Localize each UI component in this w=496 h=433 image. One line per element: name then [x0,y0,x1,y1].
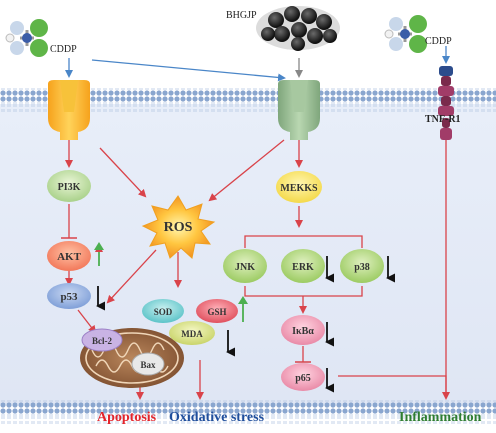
arrow-ros-mito [106,249,157,304]
tnf-r1-receptor [438,66,454,140]
node-gsh [196,299,238,323]
node-bcl2 [81,328,123,352]
p38-label: p38 [354,262,370,273]
jnk-label: JNK [235,262,255,273]
arrow-cddp-to-middle [91,59,286,82]
cddp-right-label: CDDP [425,36,452,47]
node-akt [47,241,91,271]
mapk-bracket-top [244,235,363,248]
outcome-inflammation: Inflammation [399,410,482,425]
tnf-r1-label: TNF-R1 [425,114,461,125]
bcl2-label: Bcl-2 [92,336,112,346]
node-ikba [281,315,325,345]
node-sod [142,299,184,323]
node-jnk [223,249,267,283]
bhgjp-pills-icon [256,6,340,51]
ikba-label: IκBα [292,326,314,337]
gsh-up-arrowhead [238,296,248,304]
cddp-molecule-left-icon [5,19,48,57]
mekks-label: MEKKS [280,183,318,194]
p65-label: p65 [295,373,311,384]
node-p53 [47,283,91,309]
bottom-membrane [0,400,496,424]
node-p65 [281,363,325,391]
erk-label: ERK [292,262,314,273]
akt-label: AKT [57,251,82,263]
arrow-p53-bcl2 [77,309,97,334]
receptor-middle [278,80,320,140]
node-erk [281,249,325,283]
ros-label: ROS [164,220,193,235]
bhgjp-label: BHGJP [226,10,257,21]
arrow-middle-receptor-ros [208,139,285,202]
arrow-left-receptor-ros [99,147,147,198]
p53-label: p53 [60,291,78,303]
ros-starburst [141,195,216,259]
gsh-label: GSH [207,307,226,317]
mda-label: MDA [181,329,203,339]
node-p38 [340,249,384,283]
bax-label: Bax [140,360,156,370]
pi3k-label: PI3K [58,182,81,193]
outcome-oxidative-stress: Oxidative stress [169,410,265,425]
node-mekks [276,171,322,203]
cddp-molecule-right-icon [384,15,427,53]
sod-label: SOD [154,307,173,317]
receptor-left [48,80,90,140]
outcome-apoptosis: Apoptosis [97,410,157,425]
node-bax [131,352,165,376]
node-pi3k [47,170,91,202]
node-mda [169,321,215,345]
akt-up-arrowhead [94,242,104,250]
cddp-left-label: CDDP [50,44,77,55]
